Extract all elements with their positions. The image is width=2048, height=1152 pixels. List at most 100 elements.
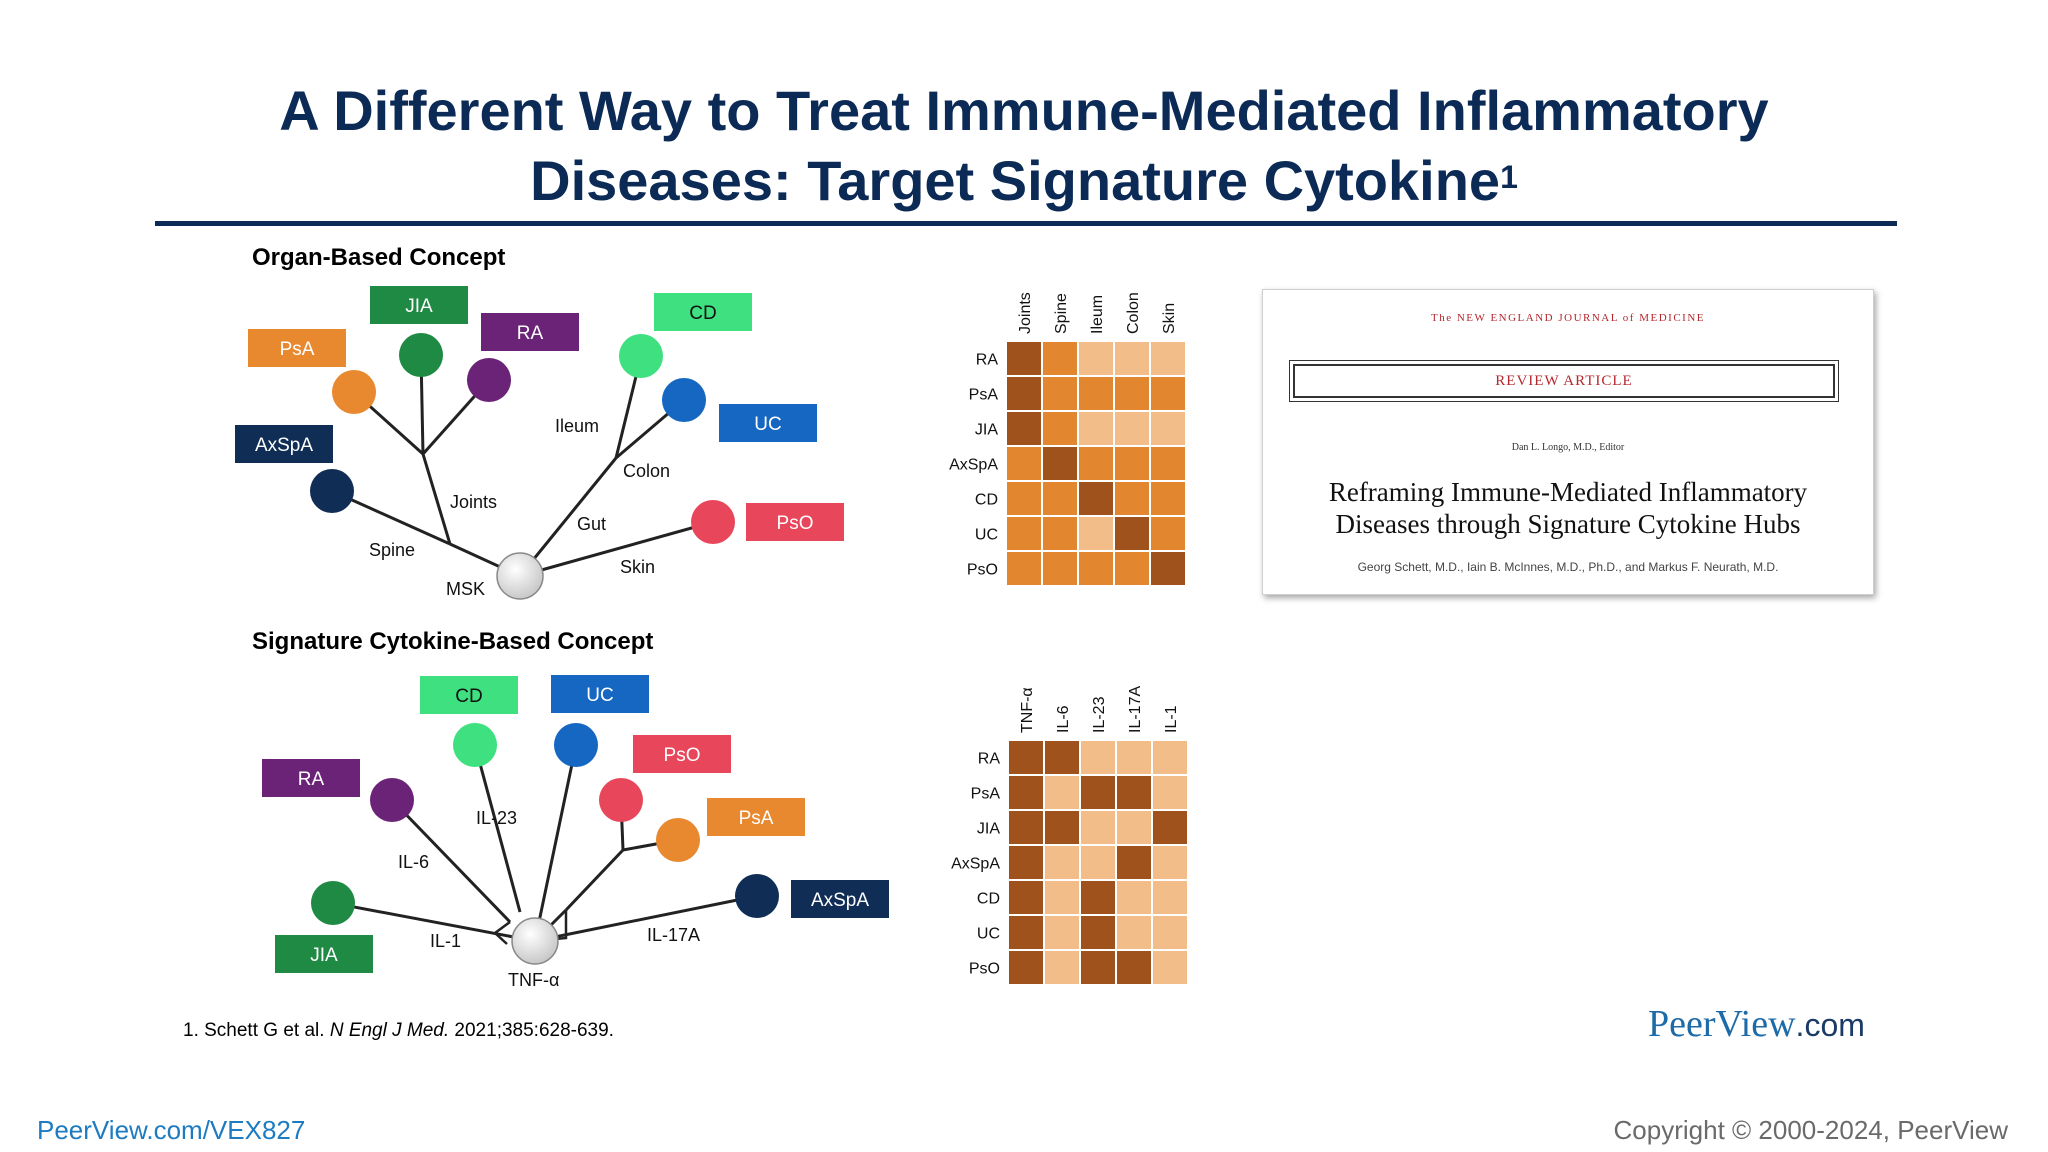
cytokine-heatmap-cell xyxy=(1043,809,1081,846)
organ-heatmap-cell xyxy=(1077,515,1115,552)
cytokine-heatmap-col-label: IL-6 xyxy=(1055,705,1072,733)
article-title-line-1: Reframing Immune-Mediated Inflammatory xyxy=(1328,477,1808,507)
cytokine-heatmap-col-label: IL-17A xyxy=(1127,686,1144,733)
tnf-label: TNF-α xyxy=(508,970,559,990)
organ-psa-box xyxy=(248,329,346,367)
cytokine-heatmap-cell xyxy=(1007,949,1045,986)
il17-pso-branch xyxy=(564,848,625,912)
cytokine-concept-heading: Signature Cytokine-Based Concept xyxy=(252,628,654,655)
organ-heatmap-cell xyxy=(1041,550,1079,587)
organ-heatmap-cell xyxy=(1077,375,1115,412)
organ-heatmap-cell xyxy=(1077,550,1115,587)
logo-suffix: .com xyxy=(1795,1007,1865,1043)
cytokine-heatmap-cell xyxy=(1043,949,1081,986)
cytokine-heatmap-cell xyxy=(1079,949,1117,986)
organ-heatmap-col-label: Ileum xyxy=(1089,295,1106,334)
cytokine-heatmap-col-label: IL-1 xyxy=(1163,705,1180,733)
gut-branch-line xyxy=(518,457,618,577)
cytokine-hub-node xyxy=(511,917,559,965)
skin-label: Skin xyxy=(620,557,655,577)
footer-url-link[interactable]: PeerView.com/VEX827 xyxy=(37,1115,306,1145)
organ-uc-node xyxy=(662,378,706,422)
cytokine-heatmap-cell xyxy=(1115,914,1153,951)
cytokine-heatmap-row-label: RA xyxy=(978,751,1001,768)
organ-heatmap-cell xyxy=(1149,410,1187,447)
organ-heatmap-cell xyxy=(1113,515,1151,552)
organ-ra-node xyxy=(467,358,511,402)
organ-heatmap-cell xyxy=(1113,550,1151,587)
cyto-pso-node xyxy=(599,778,643,822)
cyto-pso-label: PsO xyxy=(664,745,701,766)
cytokine-heatmap-cell xyxy=(1007,844,1045,881)
cytokine-heatmap-cell xyxy=(1079,809,1117,846)
organ-heatmap-row-label: AxSpA xyxy=(949,457,998,474)
organ-heatmap-cell xyxy=(1041,375,1079,412)
organ-heatmap-cell xyxy=(1113,480,1151,517)
cytokine-heatmap-cell xyxy=(1115,949,1153,986)
cyto-jia-label: JIA xyxy=(310,945,338,966)
organ-nodes xyxy=(310,333,735,600)
organ-heatmap-cell xyxy=(1149,375,1187,412)
organ-psa-label: PsA xyxy=(280,339,315,360)
organ-heatmap-row-label: RA xyxy=(976,352,999,369)
joints-branch-line xyxy=(421,453,452,545)
organ-axspa-label: AxSpA xyxy=(255,435,313,456)
organ-heatmap-cell xyxy=(1005,445,1043,482)
organ-heatmap-cell xyxy=(1149,550,1187,587)
organ-axspa-box xyxy=(235,425,333,463)
cyto-cd-node xyxy=(453,723,497,767)
cyto-uc-box xyxy=(551,675,649,713)
cytokine-heatmap-row-label: UC xyxy=(977,926,1000,943)
organ-heatmap-col-label: Colon xyxy=(1125,292,1142,334)
organ-branch-labels: Ileum Colon Joints Gut Spine Skin MSK xyxy=(369,416,670,599)
organ-uc-box xyxy=(719,404,817,442)
cytokine-heatmap-cell xyxy=(1151,739,1189,776)
organ-heatmap-cell xyxy=(1041,410,1079,447)
cytokine-heatmap-row-label: AxSpA xyxy=(951,856,1000,873)
spine-label: Spine xyxy=(369,540,415,560)
cytokine-heatmap-cell xyxy=(1115,774,1153,811)
cytokine-heatmap-cell xyxy=(1043,914,1081,951)
cytokine-heatmap-cell xyxy=(1079,774,1117,811)
cytokine-label-boxes: CD UC PsO RA PsA AxSpA JIA xyxy=(262,675,889,973)
organ-hub-node xyxy=(496,552,544,600)
journal-name: The NEW ENGLAND JOURNAL of MEDICINE xyxy=(1431,312,1705,324)
cytokine-heatmap-cell xyxy=(1079,914,1117,951)
cytokine-heatmap-cell xyxy=(1007,774,1045,811)
reference-citation: 1. Schett G et al. N Engl J Med. 2021;38… xyxy=(183,1020,614,1042)
organ-heatmap-cell xyxy=(1077,445,1115,482)
footer-copyright: Copyright © 2000-2024, PeerView xyxy=(1613,1115,2008,1145)
organ-jia-node xyxy=(399,333,443,377)
cyto-axspa-box xyxy=(791,880,889,918)
cytokine-heatmap-cell xyxy=(1151,809,1189,846)
il1-label: IL-1 xyxy=(430,931,461,951)
cytokine-heatmap-cell xyxy=(1007,809,1045,846)
organ-psa-node xyxy=(332,370,376,414)
organ-heatmap-cell xyxy=(1005,550,1043,587)
cyto-jia-node xyxy=(311,881,355,925)
organ-axspa-node xyxy=(310,469,354,513)
organ-heatmap-cell xyxy=(1113,445,1151,482)
ileum-label: Ileum xyxy=(555,416,599,436)
skin-branch-line xyxy=(519,520,714,578)
organ-heatmap-cell xyxy=(1005,410,1043,447)
cytokine-heatmap-cell xyxy=(1079,739,1117,776)
cytokine-heatmap-cell xyxy=(1115,739,1153,776)
colon-label: Colon xyxy=(623,461,670,481)
organ-heatmap-cell xyxy=(1077,410,1115,447)
cyto-cd-label: CD xyxy=(455,686,482,707)
article-editor: Dan L. Longo, M.D., Editor xyxy=(1511,442,1625,453)
cyto-jia-box xyxy=(275,935,373,973)
cyto-axspa-label: AxSpA xyxy=(811,890,869,911)
organ-heatmap-cell xyxy=(1113,340,1151,377)
organ-heatmap-row-label: CD xyxy=(975,492,998,509)
cyto-uc-node xyxy=(554,723,598,767)
organ-cd-label: CD xyxy=(689,303,716,324)
title-footnote-mark: 1 xyxy=(1500,159,1518,195)
il6-label: IL-6 xyxy=(398,852,429,872)
cytokine-branch-labels: IL-23 IL-6 IL-1 IL-17A TNF-α xyxy=(398,808,700,990)
cytokine-heatmap-cell xyxy=(1007,739,1045,776)
organ-heatmap-cell xyxy=(1113,375,1151,412)
